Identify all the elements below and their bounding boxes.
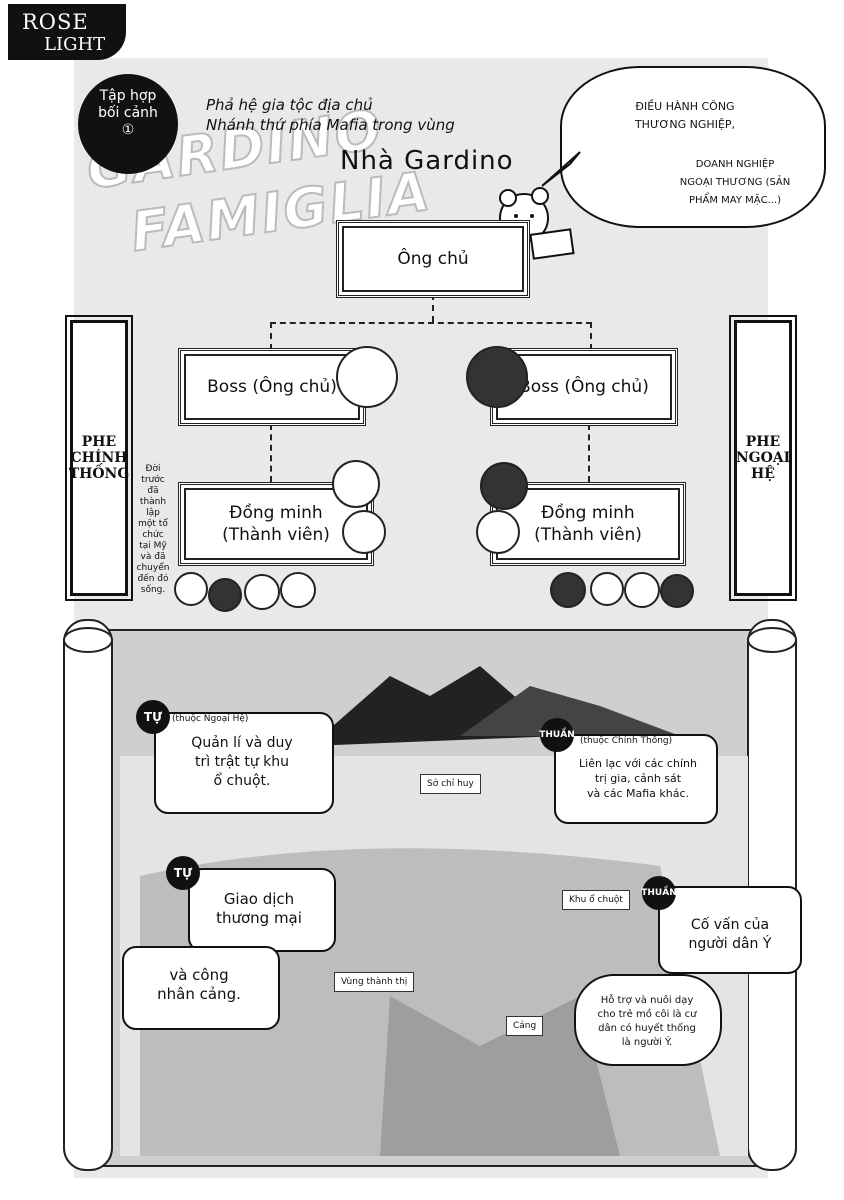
left-member-line-2: (Thành viên)	[222, 525, 330, 545]
info-bubble-3b	[122, 946, 280, 1030]
bubble-1-line-3: ổ chuột.	[213, 773, 271, 789]
bubble-1-line-1: Quản lí và duy	[191, 735, 293, 751]
small-face-left-1	[174, 572, 208, 606]
character-face-right-member-2	[476, 510, 520, 554]
connector-root-down	[432, 294, 434, 322]
left-faction-note: Đời trước đã thành lập một tổ chức tại M…	[136, 464, 170, 595]
bubble-4-tag: THUẦN	[641, 876, 677, 910]
small-face-left-3	[244, 574, 280, 610]
connector-left-down	[270, 424, 272, 482]
map-label-slum: Khu ổ chuột	[562, 890, 630, 910]
page-title: Nhà Gardino	[340, 146, 514, 176]
bubble-1-affiliation: (thuộc Ngoại Hệ)	[172, 714, 249, 724]
bubble-3-text-top: Giao dịch thương mại	[196, 890, 322, 928]
bubble-3-line-1: Giao dịch	[223, 890, 295, 908]
bubble-4-line-4: cho trẻ mồ côi là cư	[597, 1009, 697, 1020]
logo-line-2: LIGHT	[44, 34, 106, 55]
character-face-left-member-1	[332, 460, 380, 508]
small-face-right-1	[550, 572, 586, 608]
character-face-left-boss	[336, 346, 398, 408]
right-faction-panel: PHE NGOẠI HỆ	[729, 315, 797, 601]
bubble-3-line-2: thương mại	[216, 909, 302, 927]
context-tag-line-2: bối cảnh	[98, 105, 158, 121]
context-tag-line-1: Tập hợp	[99, 88, 157, 104]
left-faction-panel: PHE CHÍNH THỐNG	[65, 315, 133, 601]
info-bubble-1	[154, 712, 334, 814]
logo-line-1: ROSE	[22, 10, 89, 34]
info-bubble-4b	[574, 974, 722, 1066]
speech-line-3: DOANH NGHIỆP	[695, 159, 775, 170]
bubble-3-text-bottom: và công nhân cảng.	[134, 966, 264, 1004]
connector-horizontal	[270, 322, 592, 350]
character-face-left-member-2	[342, 510, 386, 554]
info-bubble-2	[554, 734, 718, 824]
speech-line-5: PHẨM MAY MẶC...)	[688, 195, 782, 206]
bubble-2-text: Liên lạc với các chính trị gia, cảnh sát…	[570, 756, 706, 801]
speech-bubble	[560, 66, 826, 228]
bubble-4-line-5: dân có huyết thống	[598, 1023, 696, 1034]
left-boss-box: Boss (Ông chủ)	[178, 348, 366, 426]
bubble-4-line-2: người dân Ý	[688, 936, 772, 952]
speech-line-4: NGOẠI THƯƠNG (SẢN	[679, 177, 791, 188]
boss-root-box: Ông chủ	[336, 220, 530, 298]
bubble-4-line-3: Hỗ trợ và nuôi dạy	[600, 995, 694, 1006]
character-face-right-member-1	[480, 462, 528, 510]
bubble-2-line-3: và các Mafia khác.	[586, 787, 690, 800]
left-faction-line-2: CHÍNH	[70, 450, 128, 466]
bubble-2-line-1: Liên lạc với các chính	[579, 757, 697, 770]
subtitle-1: Phả hệ gia tộc địa chủ	[206, 96, 373, 114]
bubble-3-tag: TỰ	[166, 856, 200, 890]
bubble-2-line-2: trị gia, cảnh sát	[594, 772, 682, 785]
left-faction-line-1: PHE	[81, 434, 117, 450]
left-faction-line-3: THỐNG	[68, 466, 130, 482]
map-label-suburb: Vùng thành thị	[334, 972, 415, 992]
map-label-port: Cảng	[506, 1016, 544, 1036]
subtitle-2: Nhánh thứ phía Mafia trong vùng	[206, 116, 455, 134]
small-face-right-2	[590, 572, 624, 606]
bubble-2-affiliation: (thuộc Chính Thống)	[580, 736, 673, 746]
speech-line-2: THƯƠNG NGHIỆP,	[634, 118, 736, 131]
info-bubble-4a	[658, 886, 802, 974]
speech-bubble-tail	[541, 151, 581, 187]
map-label-hq: Sở chỉ huy	[420, 774, 481, 794]
bubble-1-text: Quản lí và duy trì trật tự khu ổ chuột.	[170, 734, 314, 791]
context-tag-number: ①	[121, 122, 135, 138]
right-faction-line-2: NGOẠI	[735, 450, 791, 466]
bubble-3-line-4: nhân cảng.	[157, 985, 241, 1003]
rose-light-logo: ROSE LIGHT	[8, 4, 126, 60]
bubble-4-text-bottom: Hỗ trợ và nuôi dạy cho trẻ mồ côi là cư …	[584, 994, 710, 1050]
character-face-right-boss	[466, 346, 528, 408]
right-faction-line-1: PHE	[745, 434, 781, 450]
speech-line-1: ĐIỀU HÀNH CÔNG	[635, 100, 735, 113]
bubble-1-line-2: trì trật tự khu	[194, 754, 289, 770]
right-faction-line-3: HỆ	[751, 466, 775, 482]
bubble-2-tag: THUẦN	[539, 718, 575, 752]
right-member-line-1: Đồng minh	[541, 503, 635, 523]
speech-text: ĐIỀU HÀNH CÔNG THƯƠNG NGHIỆP,	[590, 98, 780, 134]
small-face-left-2	[208, 578, 242, 612]
left-member-line-1: Đồng minh	[229, 503, 323, 523]
right-member-line-2: (Thành viên)	[534, 525, 642, 545]
bubble-1-tag: TỰ	[136, 700, 170, 734]
small-face-right-4	[660, 574, 694, 608]
right-boss-label: Boss (Ông chủ)	[519, 377, 649, 397]
bear-mascot-icon	[499, 187, 575, 260]
root-label: Ông chủ	[397, 249, 469, 269]
bubble-4-line-1: Cố vấn của	[690, 917, 770, 933]
speech-text-2: DOANH NGHIỆP NGOẠI THƯƠNG (SẢN PHẨM MAY …	[650, 156, 820, 210]
small-face-left-4	[280, 572, 316, 608]
context-tag: Tập hợp bối cảnh ①	[78, 74, 178, 174]
connector-right-down	[588, 424, 590, 482]
bubble-4-text-top: Cố vấn của người dân Ý	[670, 916, 790, 954]
bubble-4-line-6: là người Ý.	[621, 1037, 673, 1048]
small-face-right-3	[624, 572, 660, 608]
bubble-3-line-3: và công	[169, 966, 229, 984]
left-boss-label: Boss (Ông chủ)	[207, 377, 337, 397]
